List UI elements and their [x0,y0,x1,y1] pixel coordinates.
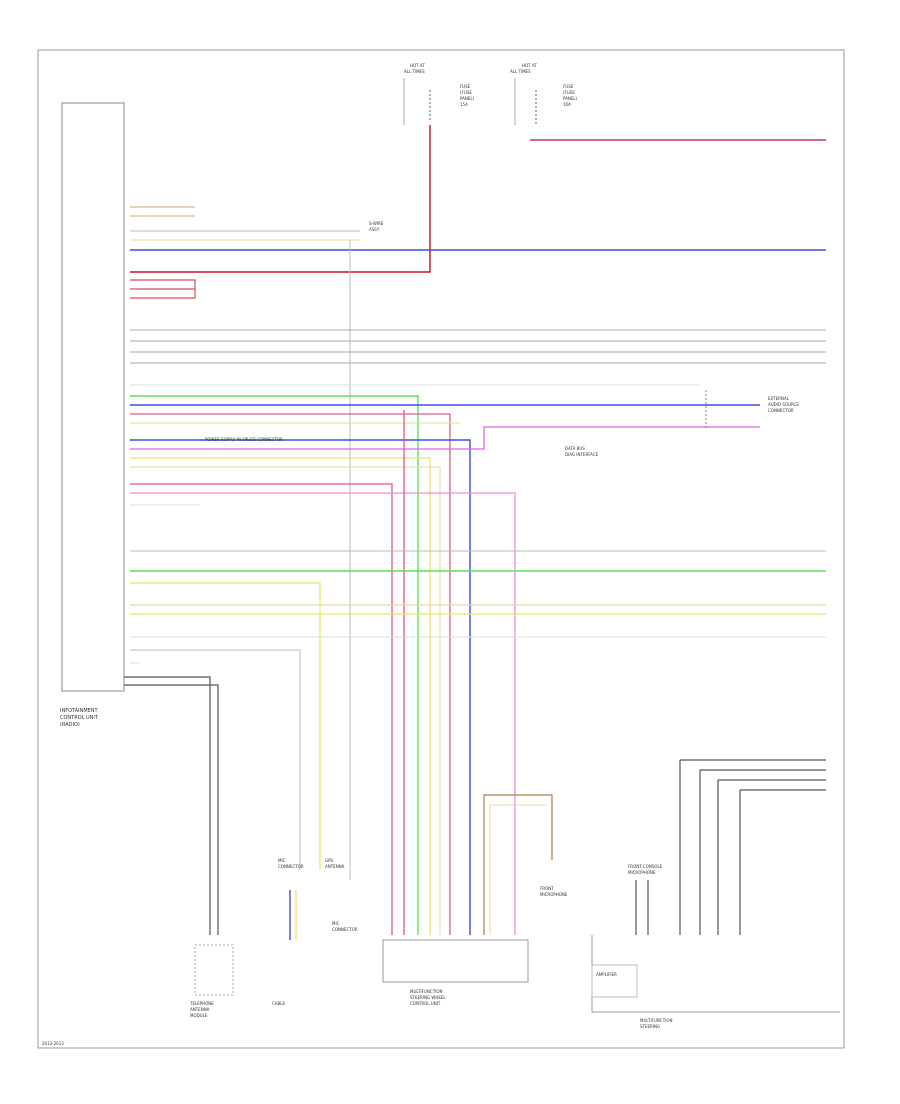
wire-dark-2 [124,684,219,935]
ext-conn-label-3: CONNECTOR [768,408,794,413]
bottom-right-label-1: MULTIFUNCTION [640,1018,672,1023]
bottom-center-label-3: CONTROL UNIT [410,1001,441,1006]
bottom-center-label-1: MULTIFUNCTION [410,989,442,994]
front-mic-label-2: MICROPHONE [540,892,568,897]
svg-text:ALL TIMES: ALL TIMES [510,69,531,74]
left-module-label-2: CONTROL UNIT [60,715,99,721]
mic-conn-label-2: CONNECTOR [278,864,304,869]
footer-text: 2012-2013 [42,1041,64,1046]
svg-text:(FUSE: (FUSE [460,90,472,95]
wire-red-power [130,125,431,273]
fuse-block-left: HOT AT ALL TIMES FUSE (FUSE PANEL) 15A [403,63,475,125]
svg-text:ALL TIMES: ALL TIMES [404,69,425,74]
front-mic-label-1: FRONT [540,886,554,891]
gps-conn-label-1: GPS [325,858,334,863]
right-module-bracket [591,935,840,1013]
gps-conn-label-2: ANTENNA [325,864,345,869]
left-module-label-1: INFOTAINMENT [60,708,99,714]
wire-bundle-right [679,759,826,935]
bottom-center-label-2: STEERING WHEEL [410,995,446,1000]
diagram-frame [37,49,845,1049]
right-amp-label: AMPLIFIER [596,972,617,977]
ant-label-1: TELEPHONE [189,1001,214,1006]
ant-label-2: ANTENNA [190,1007,210,1012]
bottom-center-module-box [382,939,529,983]
wire-bundle-lower [130,550,826,870]
svg-text:HOT AT: HOT AT [522,63,537,68]
left-module-box [61,102,125,692]
svg-text:15A: 15A [460,102,468,107]
right-amp-box [591,964,638,998]
wire-bundle-grey [130,329,826,364]
wire-bundle-middle [130,384,760,935]
svg-text:HOT AT: HOT AT [410,63,425,68]
data-bus-label-2: DIAG INTERFACE [565,452,599,457]
mic-label-1: MIC [332,921,340,926]
right-module-label-2: MICROPHONE [628,870,656,875]
antenna-module-box [194,944,234,996]
mic-conn-label-1: MIC [278,858,286,863]
wire-dark-1 [124,676,211,935]
data-bus-label-1: DATA BUS [565,446,585,451]
svg-text:PANEL): PANEL) [563,96,578,101]
wire-brown-front-mic [483,794,553,935]
svg-text:PANEL): PANEL) [460,96,475,101]
wire-cream-front-mic [489,804,546,935]
ant-label-3: MODULE [190,1013,208,1018]
gnd-note: CABLE [272,1001,286,1006]
splice-mid-label: POWER SUPPLY IN SPLICE CONNECTOR [205,437,283,442]
splice-upper-label-1: S-WIRE [369,221,384,226]
right-module-label-1: FRONT CONSOLE [628,864,663,869]
svg-text:FUSE: FUSE [563,84,574,89]
ext-conn-label-2: AUDIO SOURCE [768,402,799,407]
splice-upper-label-2: ASSY [369,227,380,232]
mic-label-2: CONNECTOR [332,927,358,932]
ext-conn-label-1: EXTERNAL [768,396,790,401]
bottom-right-label-2: STEERING [640,1024,660,1029]
svg-text:(FUSE: (FUSE [563,90,575,95]
fuse-block-right: HOT AT ALL TIMES FUSE (FUSE PANEL) 10A [510,63,578,125]
left-module-label-3: (RADIO) [60,722,80,728]
svg-text:10A: 10A [563,102,571,107]
svg-text:FUSE: FUSE [460,84,471,89]
